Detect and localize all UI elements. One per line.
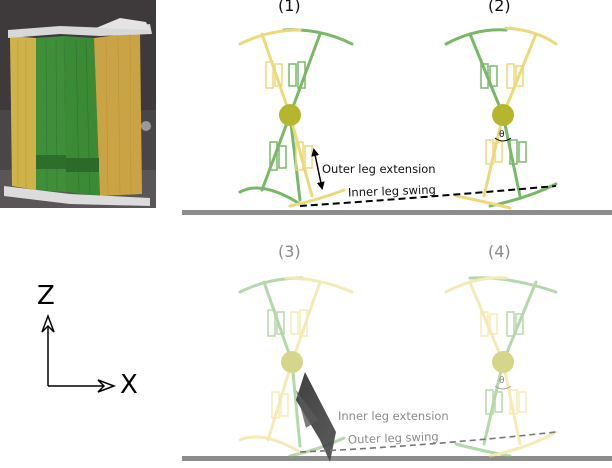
robot-pose-4 — [444, 276, 558, 458]
theta-label-2: θ — [499, 130, 505, 140]
panel-number-2: (2) — [488, 0, 511, 15]
panel-number-1: (1) — [278, 0, 301, 15]
ground-line-top — [182, 210, 612, 215]
ground-line-bottom — [182, 456, 612, 461]
robot-pose-2 — [444, 26, 558, 210]
x-axis-label: X — [120, 370, 138, 400]
panel-number-3: (3) — [278, 242, 301, 261]
robot-pose-3 — [238, 276, 354, 458]
theta-label-4: θ — [499, 376, 505, 386]
inner-leg-swing-path — [299, 185, 557, 207]
inner-leg-extension-arrow — [296, 372, 336, 462]
robot-pose-1 — [238, 28, 354, 208]
inner-leg-extension-label: Inner leg extension — [338, 409, 449, 423]
z-axis-label: Z — [37, 281, 55, 311]
robot-photo — [0, 0, 156, 208]
coordinate-axes — [41, 313, 117, 393]
outer-leg-extension-label: Outer leg extension — [322, 162, 436, 176]
outer-leg-swing-path — [299, 431, 557, 453]
panel-number-4: (4) — [488, 242, 511, 261]
